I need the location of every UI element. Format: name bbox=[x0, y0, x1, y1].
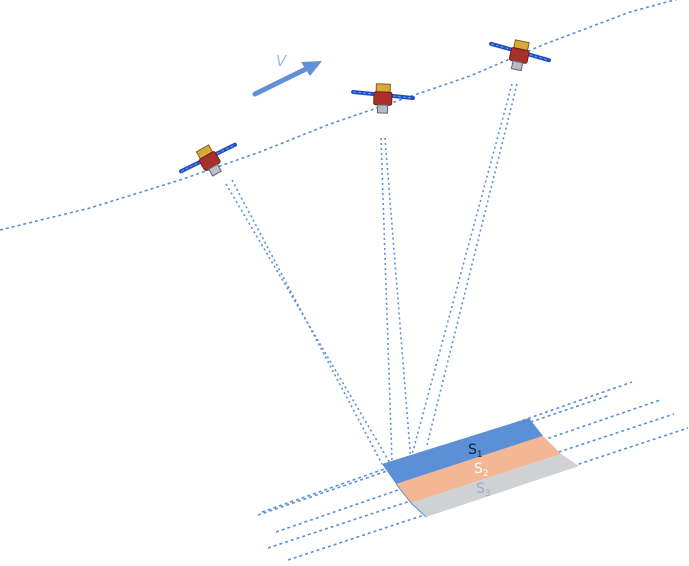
beam-right-2 bbox=[426, 83, 518, 446]
beam-left-2 bbox=[225, 183, 411, 498]
beam-mid-2 bbox=[384, 137, 412, 463]
satellite-icon-right bbox=[484, 33, 554, 78]
velocity-label: V bbox=[276, 52, 288, 70]
strip-s3 bbox=[411, 454, 579, 517]
beams bbox=[225, 83, 518, 498]
strip-s1-label: S1 bbox=[468, 442, 483, 460]
satellite-icon-middle bbox=[352, 83, 413, 114]
velocity-arrow bbox=[252, 61, 322, 97]
strip-s2-label: S2 bbox=[474, 461, 489, 479]
strip-s1 bbox=[382, 418, 543, 484]
swath bbox=[382, 418, 579, 518]
orbit-line bbox=[0, 0, 678, 231]
beam-mid-1 bbox=[380, 137, 393, 463]
strip-s3-label: S3 bbox=[476, 481, 491, 499]
beam-right-1 bbox=[409, 83, 513, 463]
strip-s2 bbox=[396, 436, 561, 503]
